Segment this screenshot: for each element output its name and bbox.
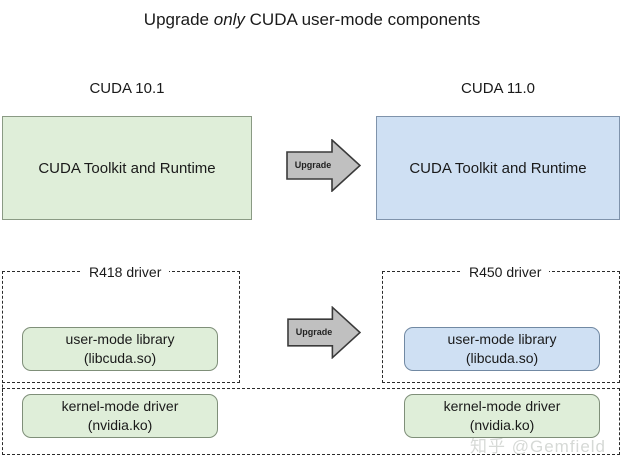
pill-kernel-mode-driver-new-line1: kernel-mode driver: [443, 398, 561, 414]
driver-box-r450-label: R450 driver: [461, 262, 550, 282]
driver-box-kernel-band: [2, 388, 620, 455]
pill-user-mode-library-new-line2: (libcuda.so): [465, 350, 539, 366]
page-title: Upgrade only CUDA user-mode components: [112, 8, 512, 32]
driver-box-r418-label: R418 driver: [81, 262, 170, 282]
pill-user-mode-library-old: user-mode library (libcuda.so): [22, 327, 218, 371]
box-cuda-toolkit-runtime-old: CUDA Toolkit and Runtime: [2, 116, 252, 220]
upgrade-arrow-toolkit: Upgrade: [286, 139, 361, 192]
driver-box-connector: [2, 380, 3, 392]
pill-kernel-mode-driver-old: kernel-mode driver (nvidia.ko): [22, 394, 218, 438]
box-cuda-toolkit-runtime-old-label: CUDA Toolkit and Runtime: [38, 159, 216, 177]
column-caption-cuda-101: CUDA 10.1: [89, 80, 165, 97]
title-emphasis: only: [213, 10, 245, 29]
column-caption-cuda-110: CUDA 11.0: [461, 80, 535, 97]
pill-kernel-mode-driver-old-line1: kernel-mode driver: [61, 398, 179, 414]
block-arrow-icon: [287, 306, 361, 359]
pill-kernel-mode-driver-new: kernel-mode driver (nvidia.ko): [404, 394, 600, 438]
box-cuda-toolkit-runtime-new-label: CUDA Toolkit and Runtime: [409, 159, 587, 177]
upgrade-arrow-driver: Upgrade: [287, 306, 361, 359]
pill-user-mode-library-old-line2: (libcuda.so): [83, 350, 157, 366]
pill-user-mode-library-old-line1: user-mode library: [65, 331, 175, 347]
driver-box-r450: R450 driver: [382, 262, 620, 383]
pill-kernel-mode-driver-new-line2: (nvidia.ko): [469, 417, 535, 433]
pill-user-mode-library-new: user-mode library (libcuda.so): [404, 327, 600, 371]
driver-box-r418: R418 driver: [2, 262, 240, 383]
block-arrow-icon: [286, 139, 361, 192]
box-cuda-toolkit-runtime-new: CUDA Toolkit and Runtime: [376, 116, 620, 220]
title-part-post: CUDA user-mode components: [244, 10, 481, 29]
pill-user-mode-library-new-line1: user-mode library: [447, 331, 557, 347]
title-part-pre: Upgrade: [143, 10, 214, 29]
pill-kernel-mode-driver-old-line2: (nvidia.ko): [87, 417, 153, 433]
